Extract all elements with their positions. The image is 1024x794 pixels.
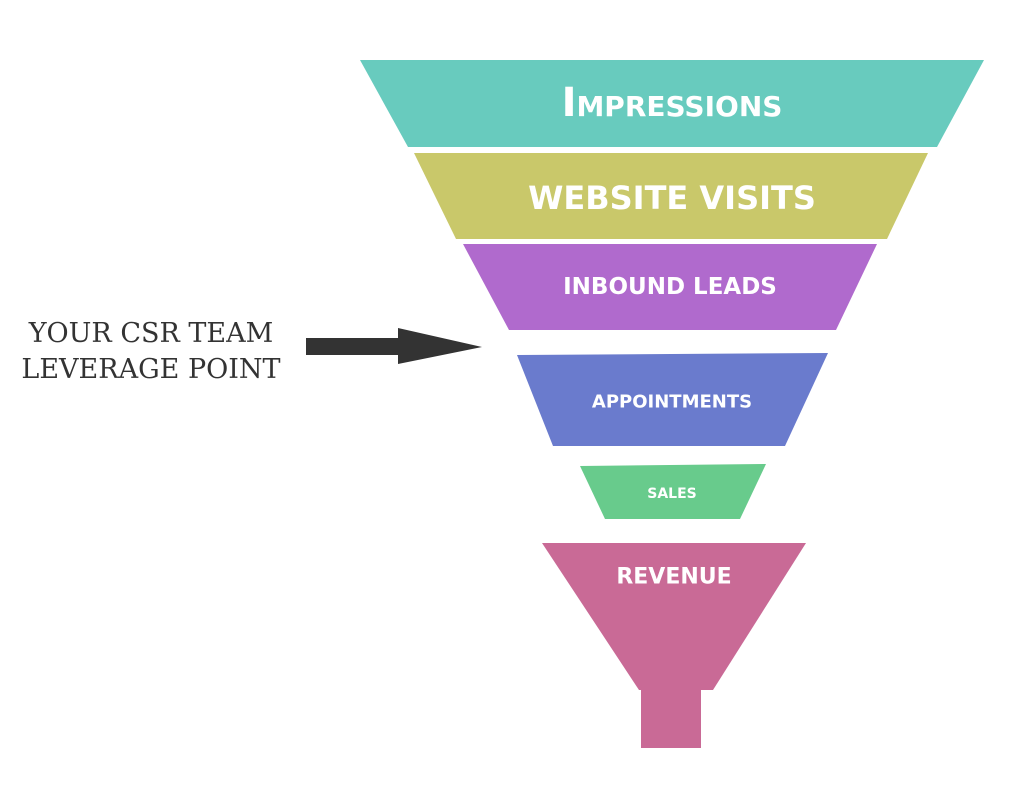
- funnel-band-appointments: [517, 353, 828, 446]
- leverage-label: YOUR CSR TEAM LEVERAGE POINT: [21, 318, 280, 385]
- funnel-band-sales: [580, 464, 766, 519]
- funnel-stage-appointments: APPOINTMENTS: [517, 353, 828, 446]
- funnel-stage-inbound-leads: INBOUND LEADS: [463, 244, 877, 330]
- funnel-spout: [641, 688, 701, 748]
- leverage-label-line1: YOUR CSR TEAM: [28, 318, 274, 349]
- stage-label-revenue: REVENUE: [616, 565, 731, 590]
- funnel-stage-revenue: REVENUE: [542, 543, 806, 748]
- stage-label-appointments: APPOINTMENTS: [592, 392, 752, 413]
- stage-label-website-visits: WEBSITE VISITS: [528, 179, 816, 217]
- leverage-label-line2: LEVERAGE POINT: [21, 354, 280, 385]
- funnel-stage-impressions: Impressions: [360, 60, 984, 147]
- stage-label-inbound-leads: INBOUND LEADS: [563, 274, 777, 300]
- stage-label-impressions: Impressions: [562, 80, 783, 126]
- funnel-band-inbound-leads: [463, 244, 877, 330]
- funnel-stage-sales: SALES: [580, 464, 766, 519]
- funnel-stage-website-visits: WEBSITE VISITS: [414, 153, 928, 239]
- stage-label-sales: SALES: [647, 486, 697, 502]
- leverage-arrow-shape: [306, 328, 482, 364]
- funnel-cone-revenue: [542, 543, 806, 690]
- leverage-arrow: [306, 328, 482, 364]
- funnel-band-impressions: [360, 60, 984, 147]
- funnel-band-website-visits: [414, 153, 928, 239]
